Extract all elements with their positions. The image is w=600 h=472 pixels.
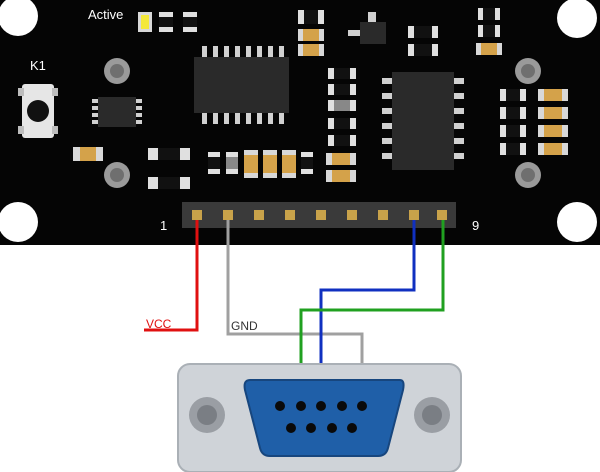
ic-chip-large-icon bbox=[194, 46, 289, 124]
smd-capacitor-icon bbox=[538, 125, 568, 137]
db9-pin bbox=[316, 401, 326, 411]
db9-pin bbox=[337, 401, 347, 411]
vcc-label: VCC bbox=[146, 317, 172, 331]
screw-icon bbox=[515, 162, 541, 188]
smd-resistor-icon bbox=[301, 152, 313, 174]
smd-capacitor-icon bbox=[244, 150, 258, 178]
db9-shell-icon bbox=[243, 379, 405, 457]
screw-icon bbox=[104, 162, 130, 188]
smd-resistor-icon bbox=[328, 84, 356, 95]
green-wire bbox=[299, 220, 445, 405]
screw-icon bbox=[414, 397, 450, 433]
push-button-k1 bbox=[18, 84, 58, 138]
smd-capacitor-icon bbox=[326, 170, 356, 182]
smd-resistor-icon bbox=[328, 100, 356, 111]
smd-capacitor-icon bbox=[298, 44, 324, 56]
smd-resistor-icon bbox=[208, 152, 220, 174]
db9-connector bbox=[177, 363, 462, 472]
smd-resistor-icon bbox=[500, 125, 526, 137]
smd-capacitor-icon bbox=[476, 43, 502, 55]
smd-capacitor-icon bbox=[538, 143, 568, 155]
smd-resistor-icon bbox=[478, 8, 500, 20]
db9-pin bbox=[357, 401, 367, 411]
vcc-wire bbox=[144, 220, 199, 332]
mount-hole-icon bbox=[557, 0, 597, 38]
db9-pin bbox=[347, 423, 357, 433]
smd-capacitor-icon bbox=[263, 150, 277, 178]
smd-resistor-icon bbox=[500, 89, 526, 101]
ic-chip-small-icon bbox=[92, 97, 142, 127]
smd-resistor-icon bbox=[500, 107, 526, 119]
screw-icon bbox=[104, 58, 130, 84]
smd-capacitor-icon bbox=[538, 107, 568, 119]
smd-resistor-icon bbox=[226, 152, 238, 174]
smd-resistor-icon bbox=[408, 44, 438, 56]
smd-capacitor-icon bbox=[282, 150, 296, 178]
blue-wire bbox=[319, 220, 416, 405]
smd-resistor-icon bbox=[148, 148, 190, 160]
smd-resistor-icon bbox=[159, 12, 173, 32]
pin-9-label: 9 bbox=[472, 218, 479, 233]
mount-hole-icon bbox=[0, 202, 38, 242]
button-k1-label: K1 bbox=[30, 58, 46, 73]
ic-dip-chip-icon bbox=[382, 72, 464, 170]
smd-resistor-icon bbox=[500, 143, 526, 155]
active-label: Active bbox=[88, 7, 123, 22]
db9-pin bbox=[296, 401, 306, 411]
db9-pin bbox=[327, 423, 337, 433]
screw-icon bbox=[515, 58, 541, 84]
gnd-label: GND bbox=[231, 319, 258, 333]
screw-icon bbox=[189, 397, 225, 433]
smd-resistor-icon bbox=[328, 135, 356, 146]
active-led-icon bbox=[138, 12, 152, 32]
smd-resistor-icon bbox=[328, 118, 356, 129]
transistor-icon bbox=[348, 12, 386, 44]
smd-resistor-icon bbox=[408, 26, 438, 38]
smd-resistor-icon bbox=[148, 177, 190, 189]
mount-hole-icon bbox=[0, 0, 38, 36]
smd-resistor-icon bbox=[478, 25, 500, 37]
smd-capacitor-icon bbox=[298, 29, 324, 41]
smd-resistor-icon bbox=[328, 68, 356, 79]
smd-resistor-icon bbox=[183, 12, 197, 32]
db9-pin bbox=[275, 401, 285, 411]
db9-pin bbox=[306, 423, 316, 433]
smd-capacitor-icon bbox=[538, 89, 568, 101]
smd-capacitor-icon bbox=[73, 147, 103, 161]
db9-pin bbox=[286, 423, 296, 433]
pin-1-label: 1 bbox=[160, 218, 167, 233]
smd-resistor-icon bbox=[298, 10, 324, 24]
mount-hole-icon bbox=[557, 202, 597, 242]
smd-capacitor-icon bbox=[326, 153, 356, 165]
